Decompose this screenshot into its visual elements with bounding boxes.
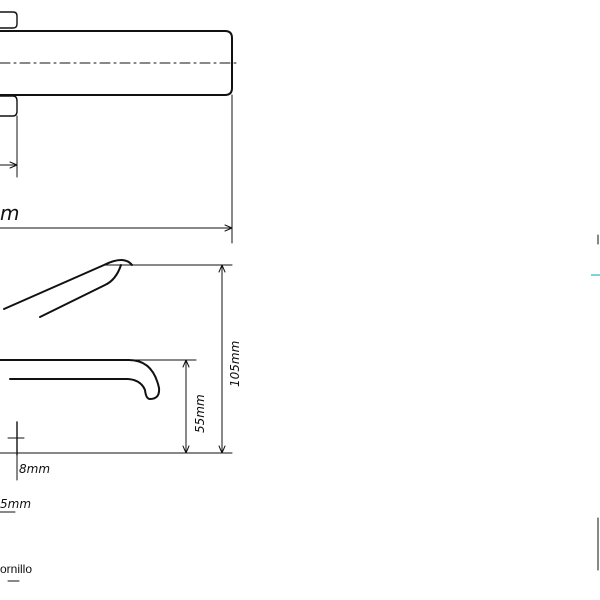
top-rose-upper [0, 11, 18, 29]
bottom-partial-label: 5mm [0, 497, 31, 511]
angled-handle-view [3, 259, 233, 318]
right-edge-marks [591, 234, 600, 571]
lower-height-label: 55mm [193, 394, 207, 433]
top-width-label: m [0, 201, 19, 225]
profile-handle-outline [0, 359, 161, 400]
angled-handle-upper-edge [3, 259, 133, 310]
base-gap-label: 8mm [19, 462, 50, 476]
total-height-label: 105mm [228, 341, 242, 387]
caption-partial-text: ornillo [0, 562, 32, 576]
top-handle-outline [0, 30, 233, 96]
top-dimensions: m [0, 94, 233, 244]
angled-handle-lower-edge [39, 264, 122, 318]
lower-height-arrow-bottom [182, 445, 190, 454]
total-height-arrow-top [218, 264, 226, 273]
bottom-dimensions: 8mm 5mm [0, 454, 50, 513]
rose-dimension-arrow [9, 161, 18, 169]
top-rose-lower [0, 95, 18, 117]
top-view-handle [0, 11, 237, 117]
handle-width-dimension-arrow [224, 224, 233, 232]
height-dimensions: 105mm 55mm [182, 264, 242, 454]
side-profile-view [0, 359, 233, 456]
lower-height-arrow-top [182, 359, 190, 368]
caption-area: ornillo [0, 562, 32, 582]
total-height-arrow-bottom [218, 445, 226, 454]
